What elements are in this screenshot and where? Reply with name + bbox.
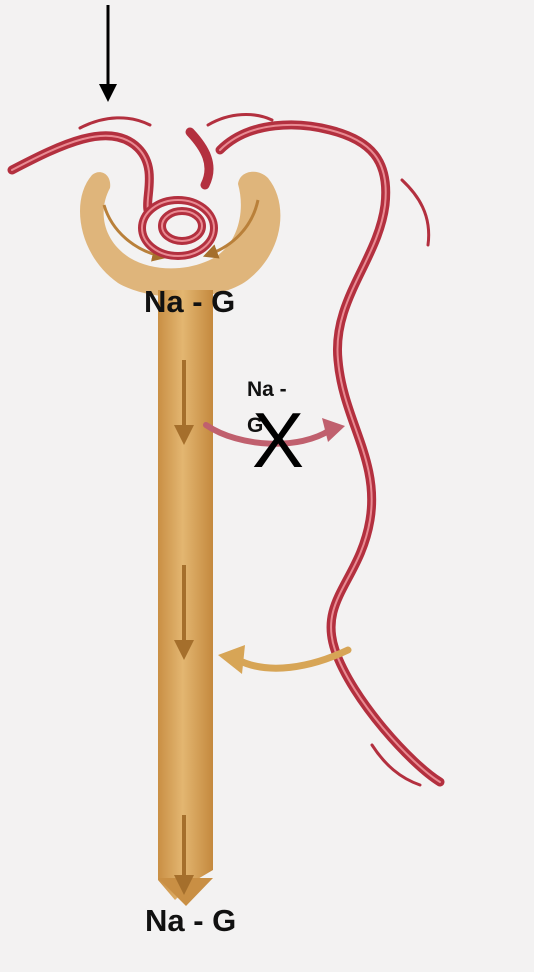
blood-vessel — [12, 125, 440, 782]
reabsorption-arrow-icon — [218, 645, 348, 674]
top-label: Na - G — [144, 284, 235, 320]
bottom-label: Na - G — [145, 903, 236, 939]
bowman-capsule — [80, 172, 280, 297]
blocked-mark: X — [252, 400, 304, 480]
entry-arrow-icon — [99, 5, 117, 102]
